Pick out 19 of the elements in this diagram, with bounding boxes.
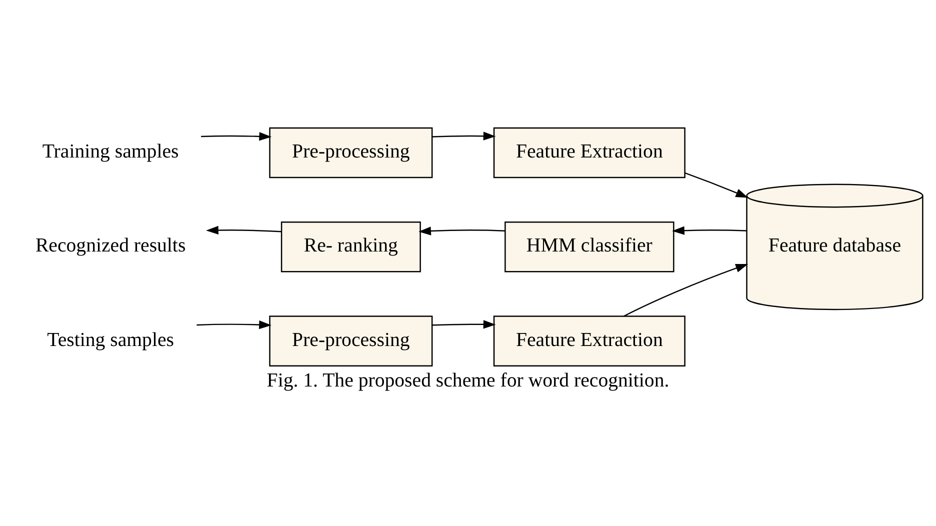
node-box: Feature Extraction [493,316,686,366]
node-text: Recognized results [35,234,186,257]
arrow [206,226,282,235]
arrow [196,320,272,330]
arrow [684,172,748,198]
arrow [418,226,506,236]
arrow [672,226,747,235]
node-box: Re- ranking [280,222,421,272]
node-text: Training samples [42,140,179,162]
node-text: Testing samples [47,328,174,351]
node-box: Pre-processing [269,316,433,366]
node-box: Pre-processing [269,127,433,178]
node-box: Feature Extraction [493,127,686,178]
arrow [432,320,496,329]
node-box: HMM classifier [504,222,674,272]
arrow [432,132,496,140]
arrow [201,132,272,141]
caption: Fig. 1. The proposed scheme for word recognition. [266,370,670,392]
arrow [624,264,748,317]
